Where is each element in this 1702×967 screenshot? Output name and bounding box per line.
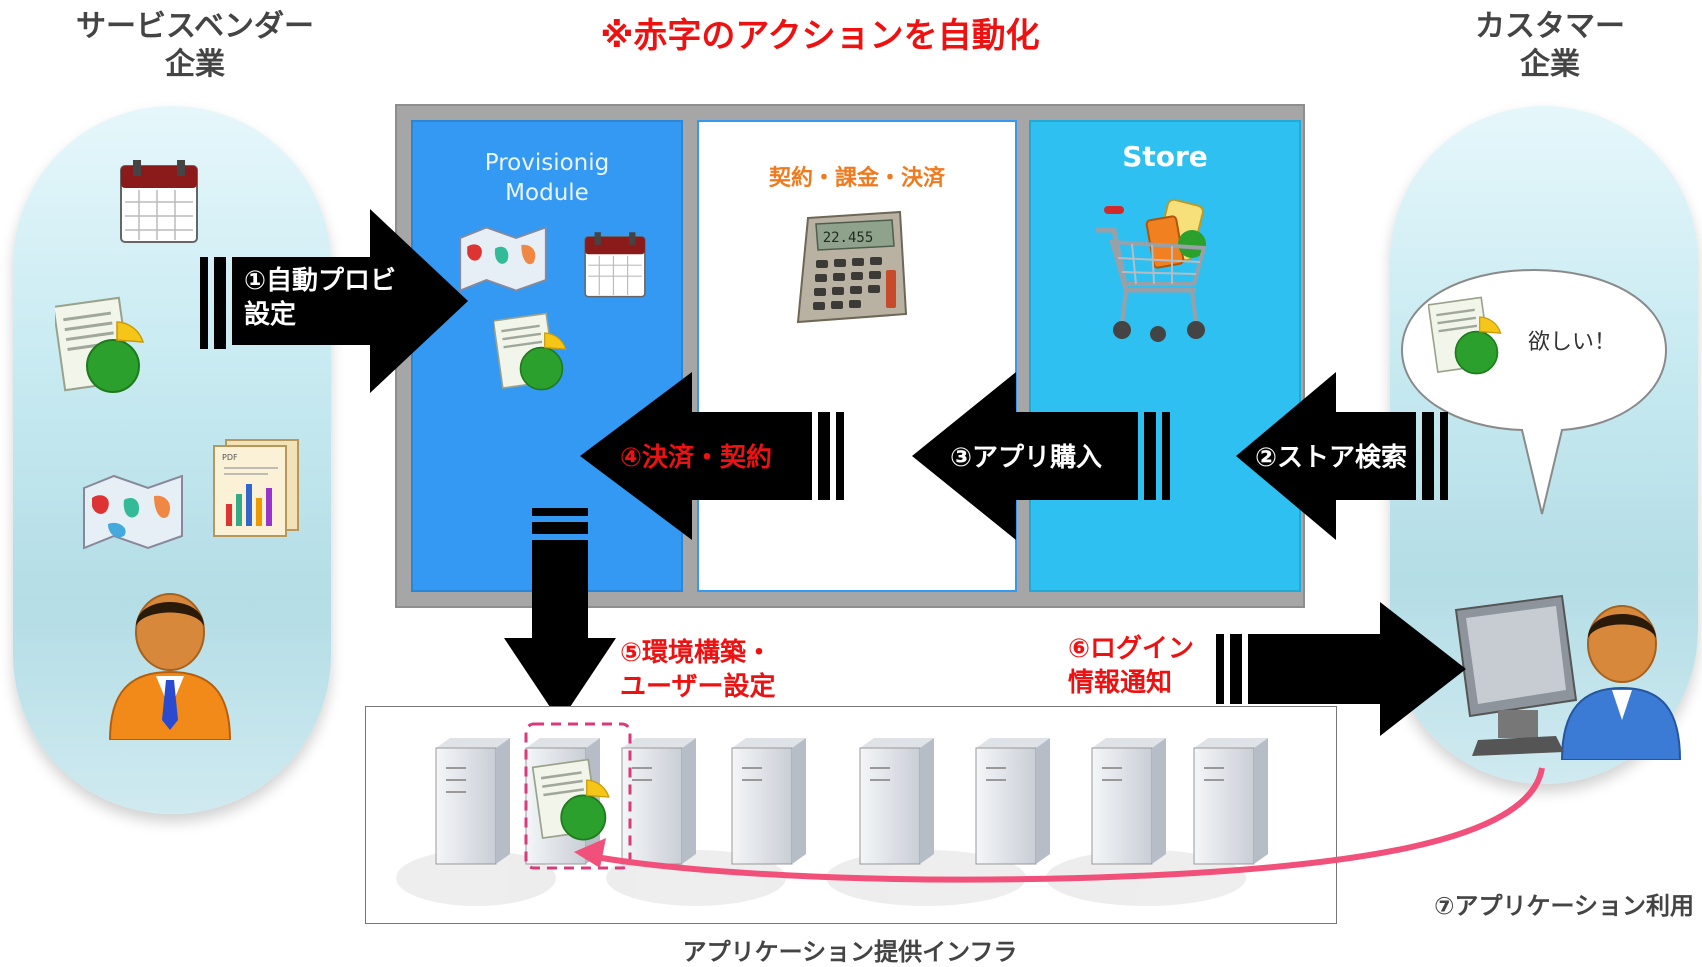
svg-text:PDF: PDF [222, 453, 238, 462]
env-setup-label: ⑤環境構築・ ユーザー設定 [620, 638, 776, 702]
bubble-text: 欲しい！ [1528, 330, 1617, 355]
vendor-heading: サービスベンダー 企業 [76, 9, 314, 82]
document-chart-icon [55, 296, 145, 393]
report-icon: PDF [213, 439, 299, 537]
app-usage-label: ⑦アプリケーション利用 [1434, 892, 1694, 920]
app-purchase-arrow [912, 372, 1170, 540]
provisioning-module-title: Provisionig Module [484, 150, 610, 206]
store-search-arrow [1236, 372, 1448, 540]
calculator-display: 22.455 [823, 230, 874, 246]
payment-contract-label: ④決済・契約 [620, 443, 773, 473]
calendar-icon [120, 160, 198, 243]
login-notify-arrow [1216, 602, 1466, 736]
payment-contract-arrow [580, 372, 844, 540]
billing-panel: 契約・課金・決済 [697, 120, 1017, 592]
login-notify-label: ⑥ログイン 情報通知 [1068, 634, 1195, 698]
shopping-cart-icon [1096, 198, 1207, 342]
infra-label: アプリケーション提供インフラ [682, 938, 1018, 966]
map-icon [83, 474, 183, 550]
customer-heading: カスタマー 企業 [1475, 9, 1625, 82]
app-purchase-label: ③アプリ購入 [950, 443, 1103, 473]
store-title: Store [1122, 140, 1208, 173]
person-icon [108, 593, 232, 740]
server-icon [435, 738, 1268, 865]
store-search-label: ②ストア検索 [1255, 443, 1408, 473]
calendar-icon [584, 232, 646, 298]
app-usage-arrow [574, 767, 1545, 883]
calculator-icon: 22.455 [796, 210, 908, 324]
auto-provision-label: ①自動プロビ 設定 [244, 266, 397, 330]
billing-title: 契約・課金・決済 [768, 166, 945, 191]
document-chart-icon [494, 312, 567, 391]
env-setup-arrow [504, 508, 616, 722]
computer-user-icon [1454, 594, 1682, 760]
document-chart-icon [1428, 296, 1502, 375]
server-cloud-row [396, 722, 1268, 906]
store-panel: Store [1029, 120, 1301, 592]
map-icon [459, 226, 547, 292]
deployed-server-highlight [524, 722, 632, 870]
auto-provision-arrow [200, 209, 468, 393]
automation-title: ※赤字のアクションを自動化 [600, 16, 1040, 56]
